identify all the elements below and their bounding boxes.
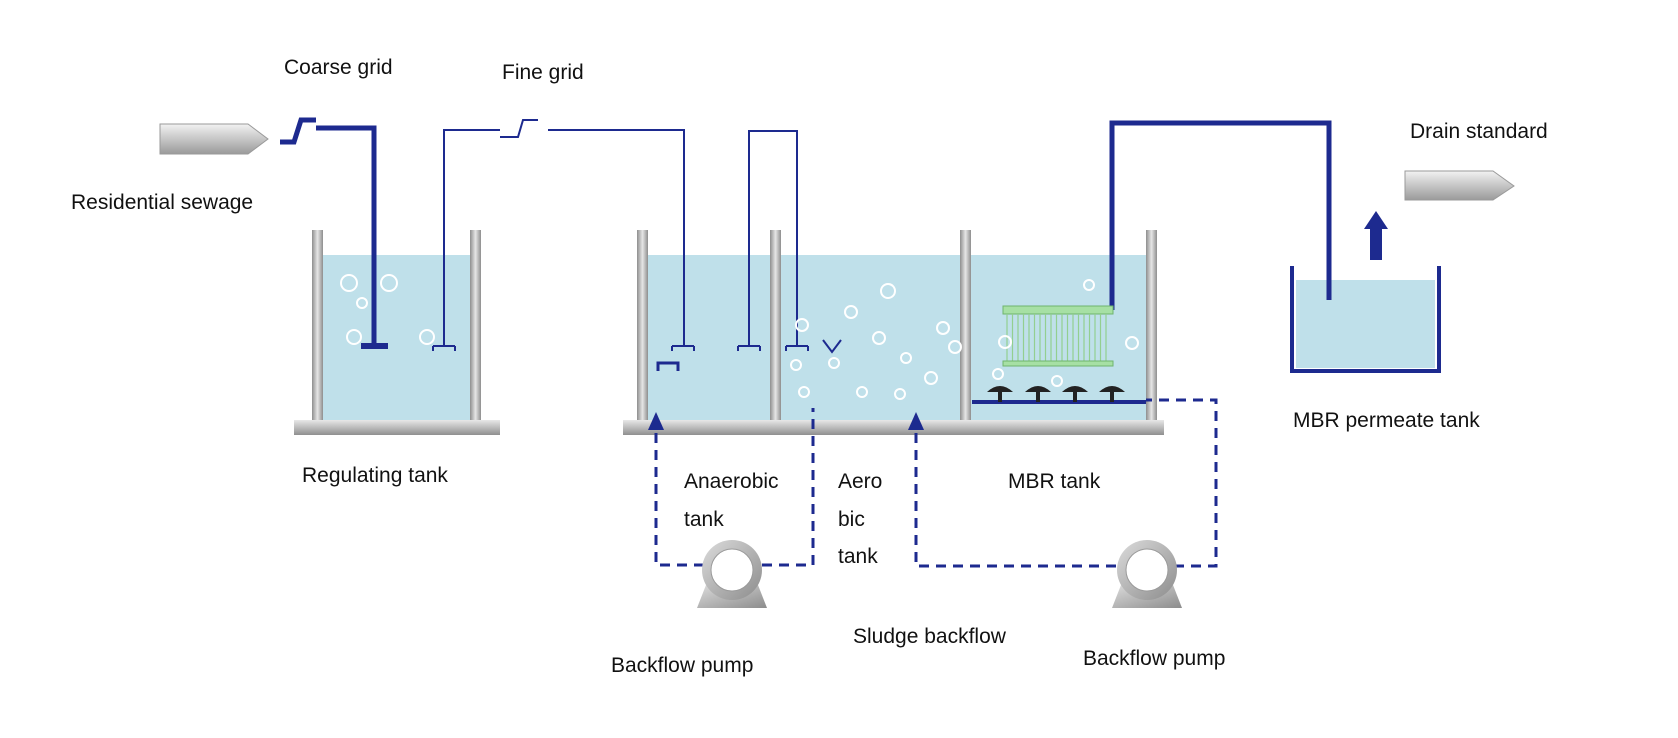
bio-tank-pipes	[737, 130, 842, 354]
fine-grid-label: Fine grid	[502, 61, 584, 84]
bio-tank-wall-3	[960, 230, 971, 421]
anaerobic-inlet-bracket	[656, 361, 680, 371]
backflow-pump-right-icon	[1112, 540, 1182, 608]
regulating-tank-base	[294, 420, 500, 435]
regulating-tank-wall-right	[470, 230, 481, 421]
inflow-arrow	[159, 123, 269, 155]
mbr-permeate-tank-label: MBR permeate tank	[1293, 409, 1480, 432]
mbr-tank-water	[970, 255, 1147, 421]
anaerobic-tank-label-2: tank	[684, 508, 724, 531]
bio-tank-wall-1	[637, 230, 648, 421]
bio-tank-wall-2	[770, 230, 781, 421]
bio-tank-wall-4	[1146, 230, 1157, 421]
permeate-tank-container	[1290, 266, 1441, 373]
regulating-tank-wall-left	[312, 230, 323, 421]
coarse-grid-label: Coarse grid	[284, 56, 393, 79]
outflow-arrow	[1404, 170, 1515, 201]
fine-grid-pipe	[432, 119, 695, 351]
backflow-pump-left-icon	[697, 540, 767, 608]
permeate-tank-water	[1296, 280, 1435, 368]
backflow-arrow-left-icon	[648, 412, 664, 430]
aerobic-tank-label-3: tank	[838, 545, 878, 568]
backflow-pump-right-label: Backflow pump	[1083, 647, 1225, 670]
coarse-grid-pipe	[280, 117, 388, 349]
anaerobic-tank-water	[648, 255, 775, 421]
regulating-tank-label: Regulating tank	[302, 464, 448, 487]
sludge-backflow-label: Sludge backflow	[853, 625, 1007, 648]
air-bubbles	[340, 274, 1139, 400]
residential-sewage-label: Residential sewage	[71, 191, 253, 214]
membrane-module	[1002, 305, 1114, 367]
aeration-diffusers	[987, 386, 1125, 402]
backflow-pump-left-label: Backflow pump	[611, 654, 753, 677]
anaerobic-tank-label-1: Anaerobic	[684, 470, 779, 493]
drain-standard-label: Drain standard	[1410, 120, 1548, 143]
mbr-tank-label: MBR tank	[1008, 470, 1101, 493]
backflow-arrow-right-icon	[908, 412, 924, 430]
aerobic-tank-label-2: bic	[838, 508, 865, 531]
permeate-pipe	[1109, 120, 1332, 310]
bio-tank-base	[623, 420, 1164, 435]
aerobic-tank-label-1: Aero	[838, 470, 882, 493]
up-arrow-icon	[1364, 211, 1388, 260]
